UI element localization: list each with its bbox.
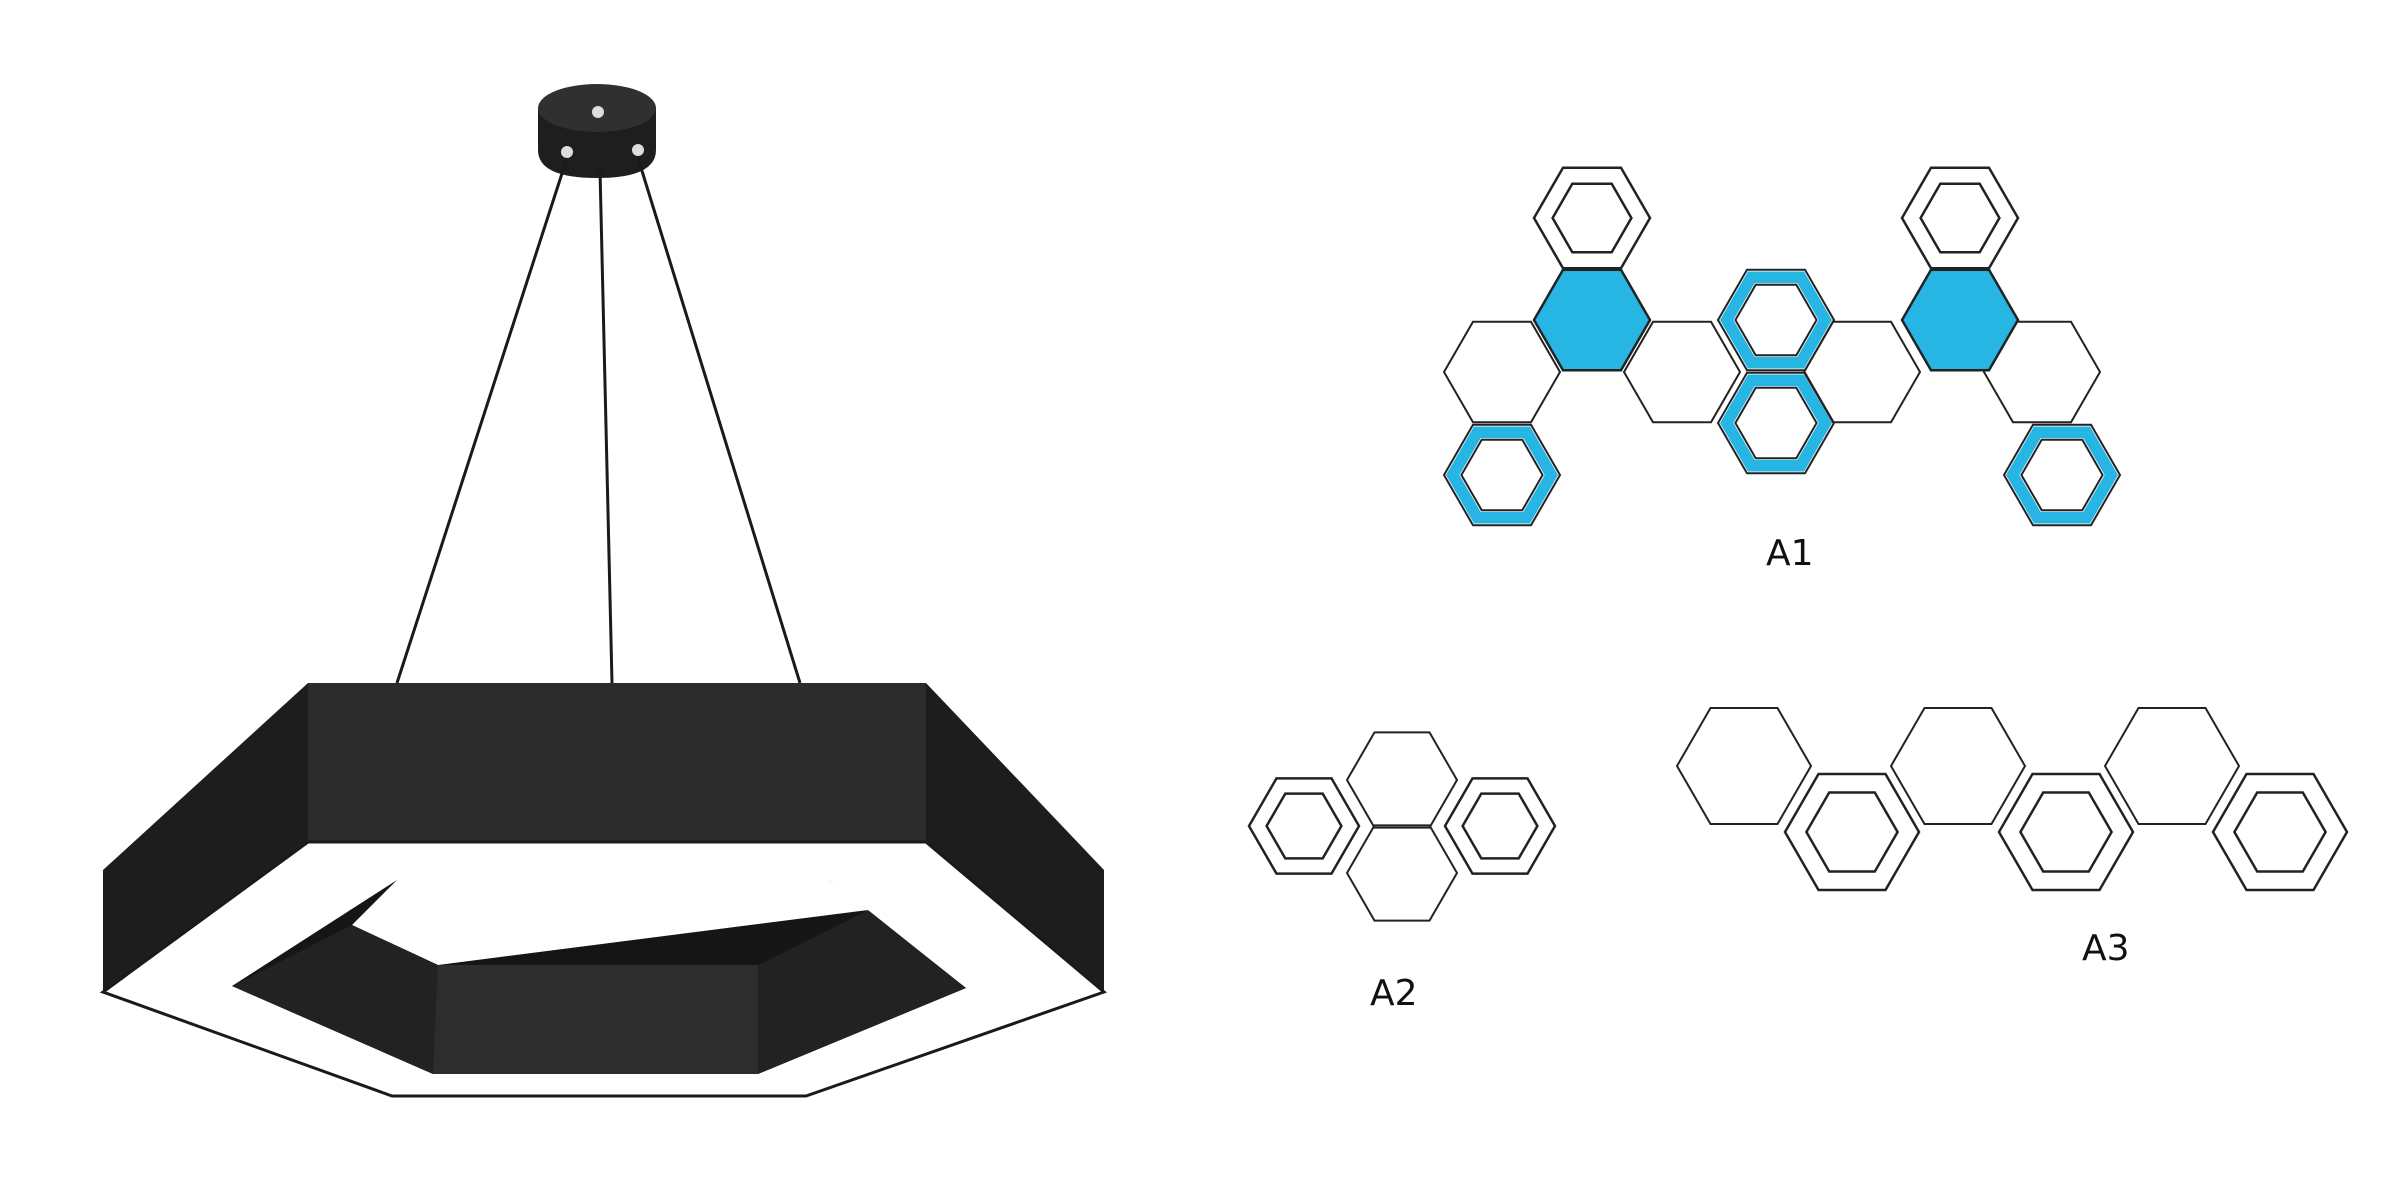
- blue-hexagon-ring-icon: [2006, 426, 2118, 524]
- arrangement-a1: [1442, 166, 2122, 527]
- hexagon-ring-inner-icon: [1461, 792, 1539, 860]
- hexagon-ring-outer-icon: [2002, 423, 2122, 527]
- hexagon-ring-icon: [1247, 777, 1361, 875]
- hexagon-ring-inner-icon: [1734, 283, 1818, 357]
- hexagon-icon: [1889, 707, 2027, 825]
- hexagon-icon: [2103, 707, 2241, 825]
- hexagon-ring-icon: [1532, 166, 1652, 270]
- hexagon-ring-outer-icon: [1716, 268, 1836, 372]
- hexagon-icon: [1675, 707, 1813, 825]
- arrangement-a2: [1247, 731, 1557, 922]
- blue-hexagon-ring-icon: [1720, 374, 1832, 472]
- hexagon-ring-inner-icon: [1460, 438, 1544, 512]
- lamp-hexagon-body: [99, 683, 1107, 1098]
- hexagon-ring-outer-icon: [1716, 371, 1836, 475]
- blue-hexagon-ring-icon: [1720, 271, 1832, 369]
- hexagon-icon: [1345, 824, 1459, 922]
- blue-hexagon-icon: [1900, 268, 2020, 372]
- hexagon-ring-inner-icon: [1265, 792, 1343, 860]
- suspension-cables: [395, 157, 802, 684]
- arrangement-a3: [1675, 707, 2349, 892]
- label-a1: A1: [1766, 533, 1814, 574]
- hexagon-ring-icon: [1783, 772, 1921, 892]
- hexagon-ring-icon: [1900, 166, 2020, 270]
- hexagon-ring-inner-icon: [2018, 791, 2114, 873]
- hexagon-icon: [1622, 320, 1742, 424]
- hexagon-ring-inner-icon: [1551, 182, 1633, 254]
- hexagon-pendant-lamp-icon: [99, 84, 1107, 1098]
- hexagon-ring-outer-icon: [1442, 423, 1562, 527]
- hexagon-ring-inner-icon: [2232, 791, 2328, 873]
- hexagon-ring-icon: [1443, 777, 1557, 875]
- label-a2: A2: [1370, 973, 1418, 1014]
- hexagon-ring-icon: [1997, 772, 2135, 892]
- hexagon-ring-inner-icon: [1919, 182, 2001, 254]
- hexagon-ring-inner-icon: [1734, 386, 1818, 460]
- hexagon-ring-icon: [2211, 772, 2349, 892]
- hexagon-icon: [1442, 320, 1562, 424]
- hexagon-ring-inner-icon: [2020, 438, 2104, 512]
- hexagon-ring-inner-icon: [1804, 791, 1900, 873]
- blue-hexagon-ring-icon: [1446, 426, 1558, 524]
- label-a3: A3: [2082, 928, 2130, 969]
- hexagon-icon: [1345, 731, 1459, 829]
- hexagon-icon: [1982, 320, 2102, 424]
- blue-hexagon-icon: [1532, 268, 1652, 372]
